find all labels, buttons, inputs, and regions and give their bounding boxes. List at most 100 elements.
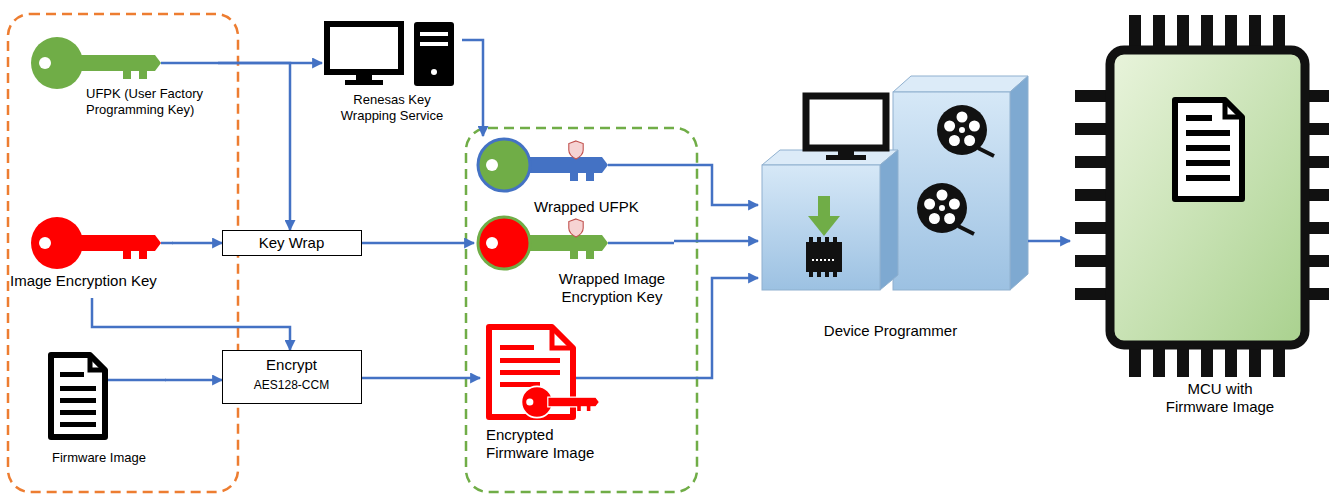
key-label: Image Encryption Key (10, 212, 172, 298)
flow-arrow (674, 240, 758, 243)
flow-arrow (1028, 240, 1070, 243)
reel-holes (924, 190, 960, 225)
key-hole (39, 237, 51, 249)
monitor-stand (356, 72, 372, 80)
key-blade (522, 235, 608, 259)
group-outline (466, 128, 697, 492)
reel-disc (917, 183, 967, 233)
download-arrow (818, 196, 830, 218)
node-text: Wrapped Image Encryption Key (552, 270, 672, 306)
box-top (893, 76, 1028, 92)
connector-stub (576, 377, 612, 380)
key-label: Wrapped Image Encryption Key (474, 220, 674, 310)
node-text: Firmware Image (52, 450, 162, 466)
node-text: Key Wrap (223, 234, 360, 252)
monitor-icon (806, 96, 886, 148)
process-box: EncryptAES128-CCM (222, 350, 362, 404)
group-outline (8, 14, 238, 492)
flow-arrow (165, 379, 222, 382)
key-hole (486, 159, 498, 171)
monitor-stand (838, 148, 854, 156)
document-fold (1225, 100, 1242, 117)
connector-stub (161, 62, 218, 65)
reel-tail (958, 226, 974, 234)
chip-pins (809, 237, 837, 277)
shield-badge (569, 219, 583, 237)
key-blade (522, 157, 608, 181)
node-text: Wrapped UFPK (534, 198, 654, 216)
reel-tail (978, 148, 994, 156)
flow-arrow (462, 40, 483, 136)
shield-badge (569, 141, 583, 159)
node-text: Encrypt (223, 356, 360, 374)
document-icon (51, 355, 105, 437)
monitor-base (826, 155, 866, 160)
document-fold (552, 327, 573, 348)
connector-stub (161, 242, 173, 245)
chip-pins (1075, 15, 1329, 377)
box-front (762, 165, 880, 290)
document-icon (1175, 100, 1242, 199)
chip-body (1110, 50, 1305, 345)
connector-stub (108, 379, 166, 382)
flow-arrow (172, 242, 222, 245)
key-icon (31, 37, 161, 89)
document-lines (60, 372, 96, 427)
download-arrow (808, 216, 840, 236)
key-label: Wrapped UFPK (474, 136, 656, 218)
process-box: Key Wrap (222, 230, 362, 256)
monitor-icon (327, 24, 401, 72)
device-label: Device Programmer (758, 72, 1028, 348)
device-label: MCU with Firmware Image (1070, 12, 1330, 422)
box-front (893, 92, 1010, 290)
service-label: Renesas Key Wrapping Service (322, 16, 462, 130)
key-head (478, 139, 530, 191)
node-text: Device Programmer (803, 322, 978, 340)
key-blade (75, 235, 161, 259)
tower-icon (414, 22, 454, 86)
node-text: Encrypted Firmware Image (486, 426, 610, 462)
chip-marking (812, 259, 836, 261)
wrapped-key-icon (478, 217, 608, 269)
tower-slots (420, 32, 448, 46)
wrapped-key-icon (478, 139, 608, 191)
document-lines (1186, 115, 1230, 181)
flow-arrow (218, 63, 290, 230)
flow-arrow (362, 242, 474, 245)
connector-stub (608, 242, 674, 245)
chip-icon (806, 242, 842, 272)
key-icon (521, 386, 599, 417)
key-blade (548, 397, 600, 411)
key-head (478, 217, 530, 269)
node-text: Image Encryption Key (10, 272, 170, 290)
document-fold (90, 355, 105, 370)
flow-arrow (92, 298, 290, 350)
key-icon (31, 217, 161, 269)
box-top (762, 150, 898, 165)
key-hole (526, 398, 533, 405)
key-hole (39, 57, 51, 69)
flow-arrow (656, 165, 758, 205)
document-label: Firmware Image (40, 346, 165, 474)
node-text: AES128-CCM (223, 378, 360, 392)
film-reel (917, 183, 974, 234)
film-reel (937, 105, 994, 156)
key-label: UFPK (User Factory Programming Key) (28, 36, 218, 122)
reel-disc (937, 105, 987, 155)
key-blade (75, 55, 161, 79)
document-label: Encrypted Firmware Image (480, 318, 612, 470)
connector-stub (608, 164, 656, 167)
node-text: Renesas Key Wrapping Service (334, 92, 450, 123)
monitor-base (345, 80, 383, 85)
tower-button (431, 69, 437, 75)
flow-arrow (362, 377, 480, 380)
reel-holes (944, 112, 980, 147)
box-side (880, 150, 898, 290)
node-text: MCU with Firmware Image (1162, 380, 1278, 416)
node-text: UFPK (User Factory Programming Key) (86, 86, 216, 117)
document-lines (500, 345, 560, 387)
box-side (1010, 76, 1028, 290)
